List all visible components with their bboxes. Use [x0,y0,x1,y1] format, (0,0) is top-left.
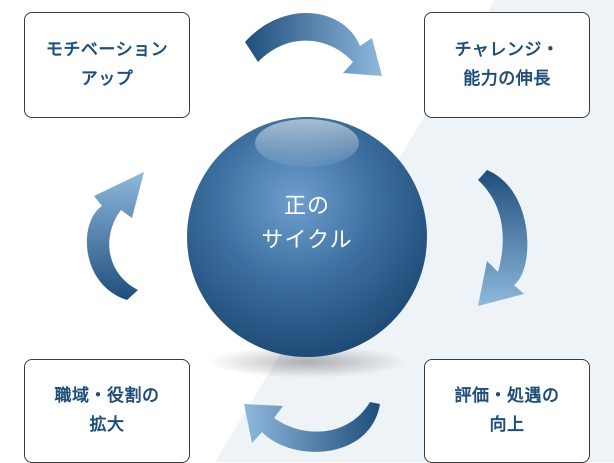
arrow-bottom-icon [244,402,380,452]
box-motivation-up-line1: モチベーション [45,40,169,60]
box-role-expansion-line2: 拡大 [89,415,125,435]
cycle-label-line1: 正の [283,194,330,219]
arrow-top-icon [245,13,382,77]
cycle-label: 正の サイクル [222,190,392,258]
box-motivation-up-line2: アップ [80,69,134,89]
box-role-expansion: 職域・役割の 拡大 [24,359,190,463]
cycle-label-line2: サイクル [261,228,353,253]
box-evaluation-improvement-line2: 向上 [489,415,525,435]
box-evaluation-improvement-line1: 評価・処遇の [454,386,560,406]
sphere-shadow [207,346,407,378]
arrow-right-icon [478,170,528,306]
arrow-left-icon [86,172,144,300]
box-challenge-growth-line2: 能力の伸長 [463,69,551,89]
box-evaluation-improvement: 評価・処遇の 向上 [424,359,590,463]
sphere-highlight [255,119,359,167]
box-challenge-growth-line1: チャレンジ・ [454,40,560,60]
box-role-expansion-line1: 職域・役割の [54,386,160,406]
box-motivation-up: モチベーション アップ [24,12,190,118]
cycle-sphere [187,117,427,357]
box-challenge-growth: チャレンジ・ 能力の伸長 [424,12,590,118]
